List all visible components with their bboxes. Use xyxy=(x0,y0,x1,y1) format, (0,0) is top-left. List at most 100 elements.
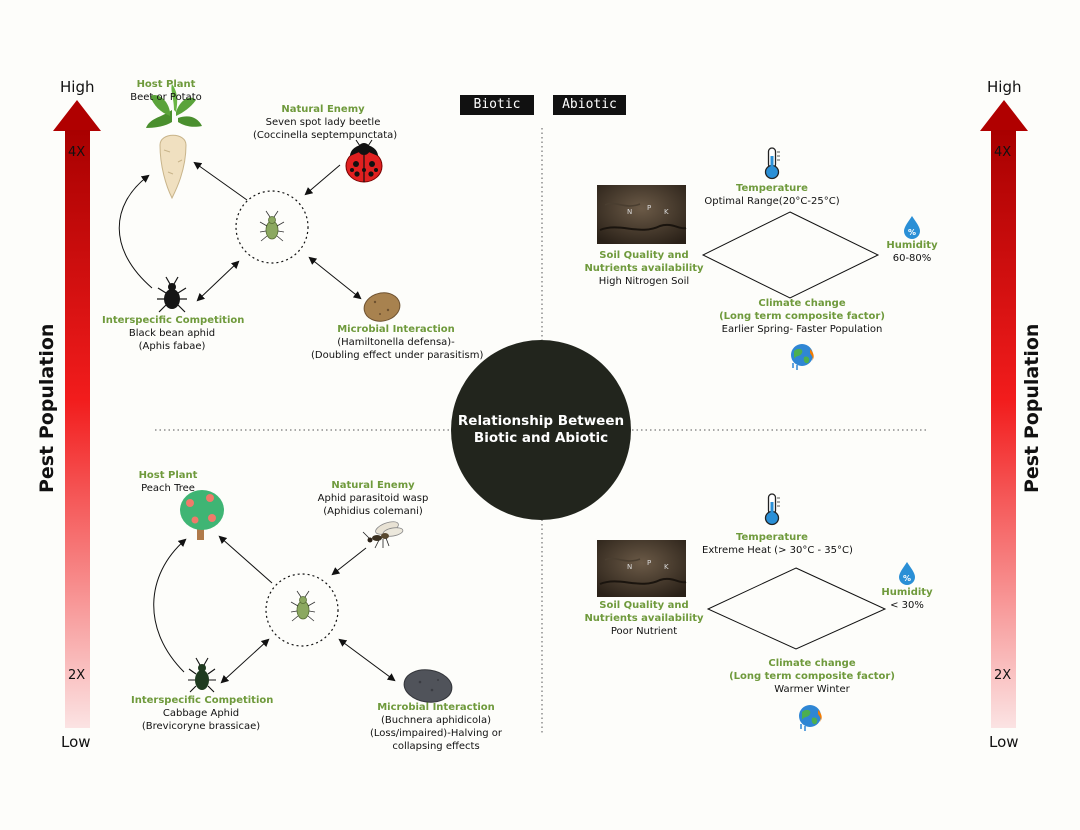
soil-label-top: Soil Quality and Nutrients availability … xyxy=(584,249,704,288)
cabbage-aphid-icon xyxy=(188,657,216,693)
right-axis-low: Low xyxy=(989,733,1019,751)
competition-title: Interspecific Competition xyxy=(131,695,274,706)
center-title-circle: Relationship Between Biotic and Abiotic xyxy=(451,340,631,520)
soil-letter-k: K xyxy=(664,563,669,571)
soil-label-bottom: Soil Quality and Nutrients availability … xyxy=(584,599,704,638)
humidity-title: Humidity xyxy=(881,587,933,598)
left-population-arrow xyxy=(53,100,101,728)
left-axis-4x: 4X xyxy=(68,145,86,160)
host-plant-title: Host Plant xyxy=(138,470,198,481)
competition-label-top: Interspecific Competition Black bean aph… xyxy=(102,314,245,353)
ladybug-icon xyxy=(345,139,383,183)
soil-title-cont: Nutrients availability xyxy=(584,263,704,274)
abiotic-tag: Abiotic xyxy=(553,95,626,115)
temperature-label-top: Temperature Optimal Range(20°C-25°C) xyxy=(702,182,842,208)
natural-enemy-species: (Aphidius colemani) xyxy=(323,506,423,517)
microbial-label-top: Microbial Interaction (Hamiltonella defe… xyxy=(311,323,483,362)
aphid-icon xyxy=(290,590,316,622)
humidity-title: Humidity xyxy=(886,240,938,251)
microbe-icon xyxy=(403,669,453,703)
peach-tree-icon xyxy=(180,490,224,540)
aphid-ring-bottom xyxy=(265,573,339,647)
soil-letter-n: N xyxy=(627,208,633,216)
right-population-arrow xyxy=(980,100,1028,728)
center-title: Relationship Between Biotic and Abiotic xyxy=(457,413,625,446)
host-plant-title: Host Plant xyxy=(136,79,196,90)
soil-value: Poor Nutrient xyxy=(610,626,678,637)
black-bean-aphid-icon xyxy=(157,276,187,313)
thermometer-icon xyxy=(764,493,780,526)
potato-icon xyxy=(363,292,401,322)
humidity-value: < 30% xyxy=(890,600,924,611)
competition-title: Interspecific Competition xyxy=(102,315,245,326)
natural-enemy-value: Seven spot lady beetle xyxy=(265,117,381,128)
temperature-value: Optimal Range(20°C-25°C) xyxy=(704,196,840,207)
climate-label-top: Climate change (Long term composite fact… xyxy=(712,297,892,336)
soil-image xyxy=(597,185,687,244)
climate-earth-icon xyxy=(791,344,814,370)
thermometer-icon xyxy=(764,147,780,180)
humidity-value: 60-80% xyxy=(892,253,932,264)
host-plant-value: Peach Tree xyxy=(141,483,195,494)
microbial-effect: (Loss/impaired)-Halving or xyxy=(369,728,503,739)
natural-enemy-label-bottom: Natural Enemy Aphid parasitoid wasp (Aph… xyxy=(303,479,443,518)
soil-letter-p: P xyxy=(647,204,652,212)
climate-label-bottom: Climate change (Long term composite fact… xyxy=(722,657,902,696)
right-axis-4x: 4X xyxy=(994,145,1012,160)
microbial-effect-cont: collapsing effects xyxy=(392,741,480,752)
climate-title: Climate change xyxy=(768,658,856,669)
wasp-icon xyxy=(362,521,404,549)
factor-diamond-top xyxy=(701,211,880,299)
svg-text:%: % xyxy=(908,228,916,237)
left-axis-title: Pest Population xyxy=(36,323,58,493)
climate-earth-icon xyxy=(799,705,822,731)
humidity-label-bottom: Humidity < 30% xyxy=(867,586,947,612)
natural-enemy-title: Natural Enemy xyxy=(281,104,365,115)
natural-enemy-title: Natural Enemy xyxy=(331,480,415,491)
microbial-label-bottom: Microbial Interaction (Buchnera aphidico… xyxy=(366,701,506,753)
svg-text:%: % xyxy=(903,574,911,583)
factor-diamond-bottom xyxy=(706,567,887,650)
soil-title: Soil Quality and xyxy=(599,600,689,611)
host-plant-label-bottom: Host Plant Peach Tree xyxy=(108,469,228,495)
climate-value: Warmer Winter xyxy=(774,684,850,695)
climate-subtitle: (Long term composite factor) xyxy=(719,311,885,322)
natural-enemy-value: Aphid parasitoid wasp xyxy=(317,493,429,504)
right-axis-title: Pest Population xyxy=(1021,323,1043,493)
microbial-title: Microbial Interaction xyxy=(377,702,495,713)
competition-value: Black bean aphid xyxy=(128,328,216,339)
microbial-title: Microbial Interaction xyxy=(337,324,455,335)
soil-letter-k: K xyxy=(664,208,669,216)
competition-species: (Brevicoryne brassicae) xyxy=(141,721,261,732)
natural-enemy-label-top: Natural Enemy Seven spot lady beetle (Co… xyxy=(253,103,398,142)
temperature-title: Temperature xyxy=(736,183,808,194)
soil-image xyxy=(597,540,687,597)
aphid-icon xyxy=(259,210,285,242)
soil-letter-p: P xyxy=(647,559,652,567)
humidity-label-top: Humidity 60-80% xyxy=(872,239,952,265)
biotic-tag: Biotic xyxy=(460,95,534,115)
host-plant-label-top: Host Plant Beet or Potato xyxy=(106,78,226,104)
humidity-drop-icon: % xyxy=(899,562,915,585)
beet-icon xyxy=(146,84,202,200)
climate-subtitle: (Long term composite factor) xyxy=(729,671,895,682)
right-axis-high: High xyxy=(987,78,1022,96)
right-axis-2x: 2X xyxy=(994,668,1012,683)
soil-letter-n: N xyxy=(627,563,633,571)
competition-label-bottom: Interspecific Competition Cabbage Aphid … xyxy=(131,694,274,733)
soil-title-cont: Nutrients availability xyxy=(584,613,704,624)
host-plant-value: Beet or Potato xyxy=(130,92,202,103)
competition-species: (Aphis fabae) xyxy=(138,341,206,352)
climate-title: Climate change xyxy=(758,298,846,309)
climate-value: Earlier Spring- Faster Population xyxy=(721,324,883,335)
aphid-ring-top xyxy=(235,190,309,264)
natural-enemy-species: (Coccinella septempunctata) xyxy=(253,130,398,141)
microbial-value: (Buchnera aphidicola) xyxy=(381,715,491,726)
temperature-value: Extreme Heat (> 30°C - 35°C) xyxy=(702,545,853,556)
left-axis-2x: 2X xyxy=(68,668,86,683)
microbial-value: (Hamiltonella defensa)- xyxy=(337,337,455,348)
soil-title: Soil Quality and xyxy=(599,250,689,261)
soil-value: High Nitrogen Soil xyxy=(598,276,690,287)
temperature-title: Temperature xyxy=(736,532,808,543)
